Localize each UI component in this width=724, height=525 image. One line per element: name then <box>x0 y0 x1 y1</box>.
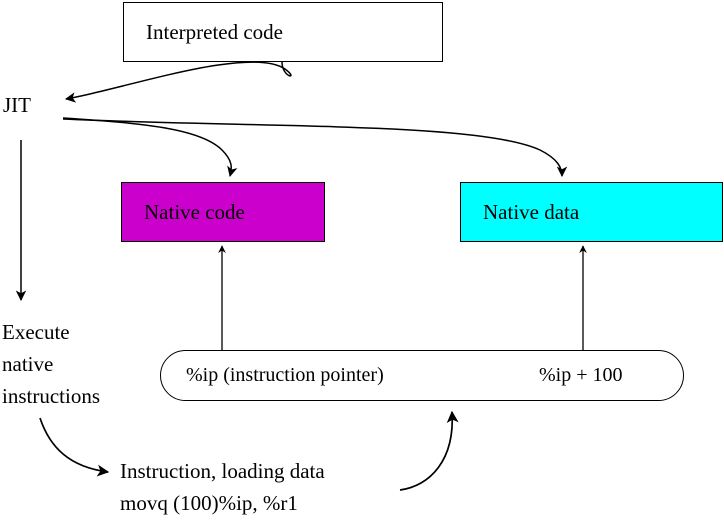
node-native-code[interactable]: Native code <box>121 182 325 242</box>
node-native-code-label: Native code <box>144 199 245 224</box>
node-ip-register-left-label: %ip (instruction pointer) <box>186 364 384 386</box>
node-interpreted-code[interactable]: Interpreted code <box>123 2 443 62</box>
label-execute-line3: instructions <box>2 384 100 408</box>
label-instruction-line1: Instruction, loading data <box>120 459 325 483</box>
node-ip-register-right-label: %ip + 100 <box>539 364 623 386</box>
node-ip-register[interactable]: %ip (instruction pointer) %ip + 100 <box>160 350 684 401</box>
edge-interpreted-code-to-jit <box>64 61 292 103</box>
label-instruction-line2: movq (100)%ip, %r1 <box>120 491 298 515</box>
label-execute-line1: Execute <box>2 320 70 344</box>
label-execute-line2: native <box>2 352 54 376</box>
edge-jit-to-native-data <box>62 118 568 178</box>
node-native-data-label: Native data <box>483 199 580 224</box>
label-jit: JIT <box>3 93 31 117</box>
node-interpreted-code-label: Interpreted code <box>146 19 284 44</box>
edge-instruction-to-ip <box>399 410 459 491</box>
edge-execute-to-instruction <box>39 417 110 477</box>
node-native-data[interactable]: Native data <box>460 182 723 242</box>
edge-jit-to-native-code <box>62 117 238 178</box>
